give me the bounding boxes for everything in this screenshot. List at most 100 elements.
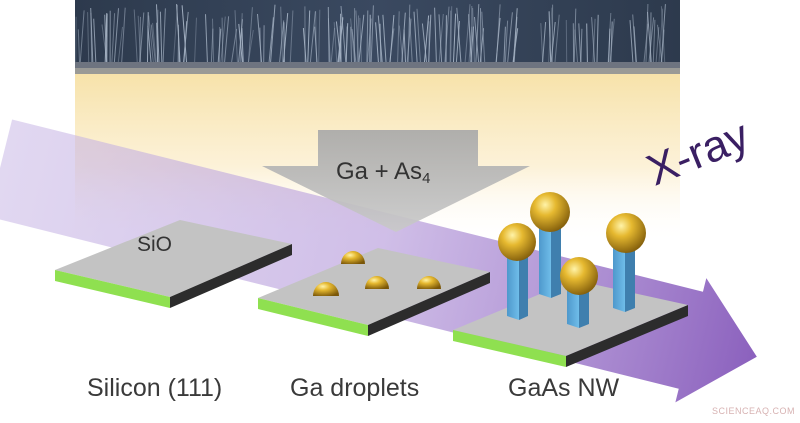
gold-catalyst [560, 257, 598, 295]
sem-streak [573, 8, 577, 63]
sem-streak [660, 4, 666, 63]
sem-streak [591, 17, 596, 63]
sem-streak [139, 12, 145, 63]
sem-streak [335, 21, 342, 63]
substrate-gaas-nw [453, 192, 688, 367]
sem-streak [307, 10, 311, 63]
sem-streak [113, 8, 119, 63]
gaas-nanowire [606, 213, 646, 312]
sem-streak [397, 11, 400, 63]
sem-streak [407, 4, 411, 63]
sem-streak [90, 7, 94, 63]
sem-streak [356, 15, 359, 63]
sem-streak [224, 16, 230, 63]
sem-streak [375, 22, 379, 63]
reactants-subscript: 4 [422, 170, 431, 187]
sem-streak [270, 4, 276, 63]
sem-streak [177, 24, 180, 63]
sem-streak [212, 18, 215, 63]
sem-streak [302, 27, 307, 63]
sem-streak [421, 23, 427, 63]
gaas-nanowire [530, 192, 570, 298]
sem-streak [247, 29, 254, 63]
sem-streak [382, 14, 387, 63]
sem-streak [210, 28, 214, 63]
sem-streak [607, 12, 612, 63]
sem-streak [481, 11, 486, 63]
sem-streak [401, 12, 406, 63]
sem-streak [468, 14, 472, 63]
sem-streak [370, 5, 374, 63]
sem-streak [309, 11, 316, 63]
sem-streak [93, 18, 97, 63]
sem-streak [152, 22, 157, 63]
sem-streak [629, 20, 634, 63]
sem-streak [479, 28, 484, 63]
sem-streak [279, 20, 285, 63]
sem-streak [77, 29, 80, 63]
sem-streak [194, 17, 197, 63]
sem-streak [248, 7, 253, 63]
sem-streak [121, 7, 126, 63]
sem-streak [345, 23, 349, 63]
gaas-nanowire [560, 257, 598, 328]
sem-streak [475, 4, 480, 63]
sem-streak [162, 8, 166, 63]
down-arrow [262, 130, 530, 232]
sem-streak [403, 29, 406, 63]
sem-streak [257, 13, 263, 63]
sem-streak [554, 14, 560, 63]
sem-streak [389, 14, 395, 63]
sem-streak [150, 24, 156, 63]
sem-streak [398, 25, 404, 63]
sem-streak [660, 6, 666, 63]
sem-streak [205, 14, 208, 63]
sem-streak [330, 27, 336, 63]
sem-streak [389, 28, 395, 63]
sem-streak [359, 17, 362, 63]
sem-streak [117, 26, 123, 63]
substrate-ga-droplets [258, 248, 490, 336]
sem-streak [137, 15, 142, 63]
sem-streak [472, 7, 475, 63]
sem-streak [596, 14, 599, 63]
ga-droplet [341, 251, 365, 264]
sem-streak [645, 3, 649, 63]
sem-streak [578, 23, 582, 63]
sem-streak [221, 17, 224, 63]
sem-streak [139, 16, 141, 63]
ga-droplet [417, 276, 441, 289]
sem-streak [507, 12, 513, 63]
sem-streak [340, 5, 347, 63]
sem-streak [632, 14, 637, 63]
sem-streak [289, 10, 294, 63]
sem-streak [413, 11, 418, 63]
sem-streak [231, 28, 238, 63]
sem-streak [314, 26, 318, 63]
sem-streak [648, 17, 655, 63]
sem-streak [661, 29, 665, 63]
sem-streak [280, 6, 283, 63]
caption-silicon: Silicon (111) [87, 374, 223, 402]
sem-streak [504, 20, 509, 63]
sem-streak [268, 17, 274, 63]
sem-streak [234, 10, 238, 63]
gaas-nanowire [498, 223, 536, 320]
gold-catalyst [530, 192, 570, 232]
sem-streak [283, 22, 285, 63]
sem-streak [495, 17, 501, 63]
sem-streak [111, 13, 116, 63]
sem-streak [147, 12, 149, 63]
sem-streak [379, 23, 382, 63]
sem-streak [438, 14, 443, 63]
sem-streak [542, 21, 547, 63]
sem-streak [217, 28, 222, 63]
sem-streak [238, 19, 243, 63]
sem-streak [647, 11, 652, 63]
sem-streak [101, 24, 108, 63]
sem-streak [592, 18, 596, 63]
sem-streak [133, 9, 138, 63]
sem-streak [355, 10, 360, 63]
watermark: SCIENCEAQ.COM [712, 406, 796, 416]
